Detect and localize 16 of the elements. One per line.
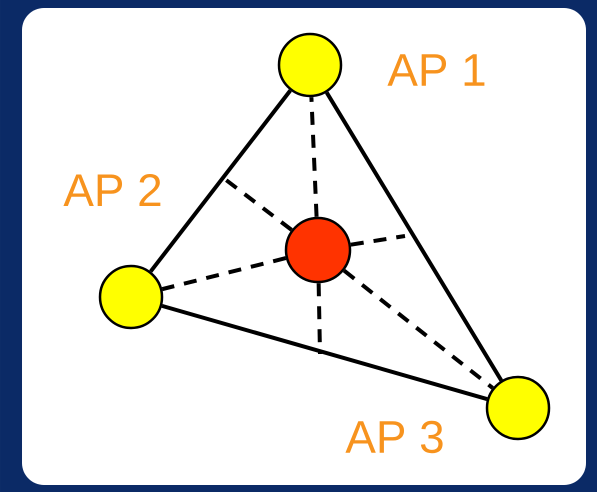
connector-line (316, 283, 322, 354)
connector-line (162, 256, 286, 292)
marker-circle (98, 264, 164, 330)
connector-line (309, 97, 319, 217)
node-label: AP 1 (387, 54, 484, 86)
node-label: AP 2 (63, 174, 160, 206)
marker-circle (278, 32, 342, 98)
connector-line (325, 92, 503, 382)
connector-line (342, 269, 494, 390)
connector-line (224, 178, 293, 232)
marker-circle (486, 376, 550, 440)
connector-line (149, 89, 292, 273)
node-label: AP 3 (345, 420, 443, 454)
connector-line (161, 304, 488, 402)
marker-circle (284, 216, 352, 284)
connector-line (350, 234, 406, 247)
